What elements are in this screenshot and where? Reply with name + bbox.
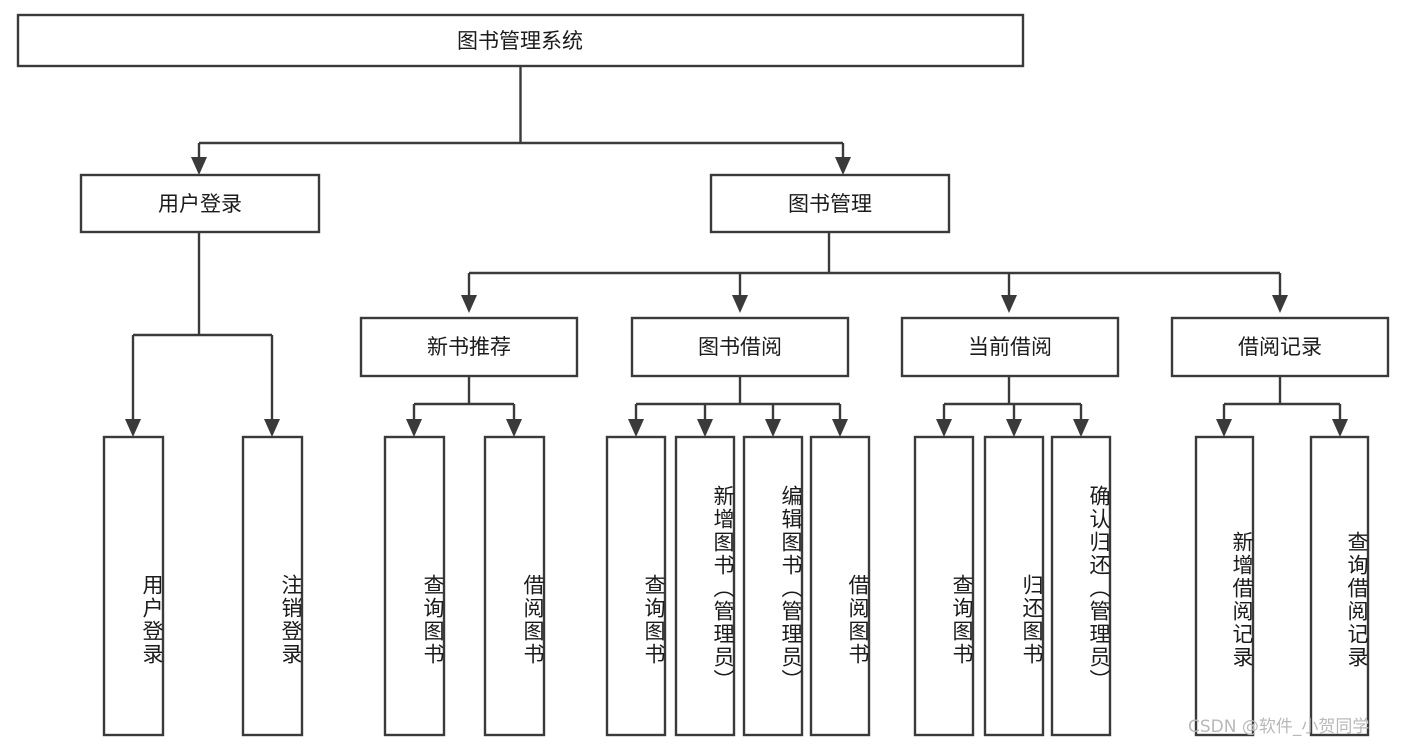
node-leaf-edit-book-admin[interactable] <box>742 435 804 737</box>
node-current-borrow[interactable] <box>900 316 1120 378</box>
node-root-book-management-system[interactable] <box>16 13 1025 68</box>
node-book-borrow-label: 图书借阅 <box>698 335 782 359</box>
node-borrow-record[interactable] <box>1170 316 1390 378</box>
arrow-current-l3 <box>1073 419 1089 437</box>
node-user-login-label: 用户登录 <box>158 192 242 216</box>
arrow-login-leaf2 <box>264 419 280 437</box>
arrow-record-l2 <box>1332 419 1348 437</box>
node-layer: 图书管理系统 用户登录 图书管理 新书推荐 图书借阅 当前借阅 借阅记录 <box>16 13 1390 737</box>
node-leaf-add-book-admin[interactable] <box>674 435 736 737</box>
arrow-current-l1 <box>936 419 952 437</box>
arrow-login-leaf1 <box>125 419 141 437</box>
csdn-watermark: CSDN @软件_小贺同学 <box>1188 717 1370 737</box>
arrow-bookmgmt-c1 <box>461 295 477 313</box>
arrow-root-to-bookmgmt <box>835 157 851 175</box>
node-leaf-borrow-book[interactable] <box>809 435 871 737</box>
node-leaf-query-book-current[interactable] <box>913 435 975 737</box>
node-user-login[interactable] <box>79 173 321 234</box>
node-leaf-query-book-recommend[interactable] <box>383 435 446 737</box>
node-leaf-logout[interactable] <box>241 435 304 737</box>
node-leaf-borrow-book-recommend[interactable] <box>483 435 546 737</box>
arrow-borrow-l4 <box>832 419 848 437</box>
arrow-root-to-login <box>191 157 207 175</box>
node-leaf-query-borrow-record[interactable] <box>1309 435 1370 737</box>
arrow-record-l1 <box>1216 419 1232 437</box>
arrow-current-l2 <box>1006 419 1022 437</box>
arrow-borrow-l2 <box>697 419 713 437</box>
connector-layer <box>125 66 1348 437</box>
arrow-bookmgmt-c4 <box>1272 295 1288 313</box>
arrow-newbook-l1 <box>406 419 422 437</box>
arrow-bookmgmt-c2 <box>732 295 748 313</box>
node-leaf-add-borrow-record[interactable] <box>1194 435 1255 737</box>
arrow-borrow-l3 <box>765 419 781 437</box>
node-new-book-recommend[interactable] <box>359 316 579 378</box>
node-leaf-return-book[interactable] <box>983 435 1045 737</box>
node-current-borrow-label: 当前借阅 <box>968 335 1052 359</box>
node-book-borrow[interactable] <box>630 316 850 378</box>
node-book-management[interactable] <box>709 173 951 234</box>
node-leaf-confirm-return-admin[interactable] <box>1050 435 1112 737</box>
node-book-management-label: 图书管理 <box>788 192 872 216</box>
node-leaf-user-login[interactable] <box>102 435 165 737</box>
arrow-borrow-l1 <box>628 419 644 437</box>
node-borrow-record-label: 借阅记录 <box>1238 335 1322 359</box>
node-new-book-recommend-label: 新书推荐 <box>427 335 511 359</box>
node-leaf-query-book-borrow[interactable] <box>605 435 667 737</box>
arrow-bookmgmt-c3 <box>1001 295 1017 313</box>
arrow-newbook-l2 <box>506 419 522 437</box>
node-root-label: 图书管理系统 <box>457 29 583 53</box>
